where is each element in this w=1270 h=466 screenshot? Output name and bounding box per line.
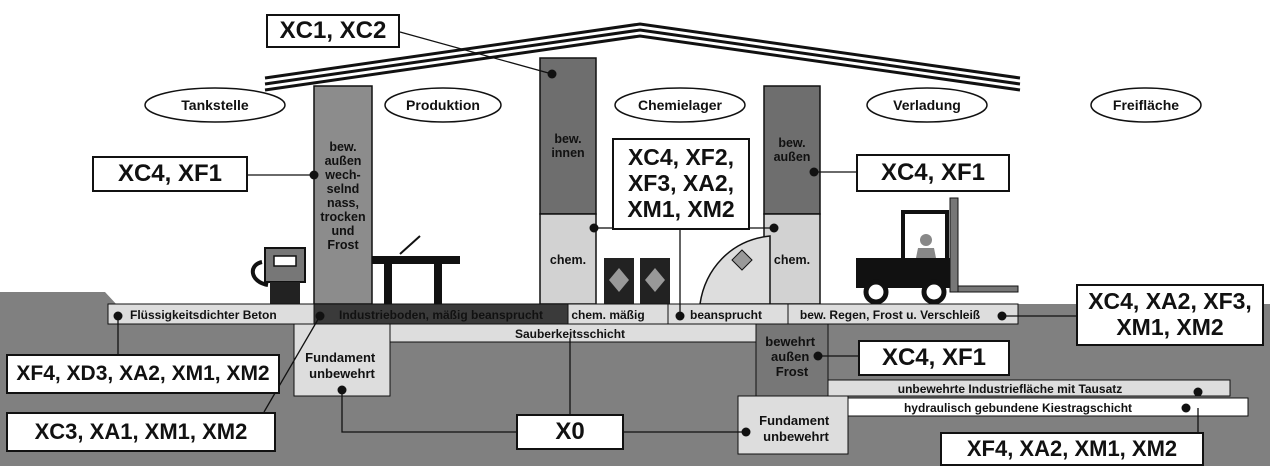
exposure-roof: XC1, XC2: [266, 14, 400, 48]
fundament-right-line-2: unbewehrt: [763, 429, 829, 444]
column-middle-bottom: [539, 213, 597, 305]
exposure-right-floor: XC4, XA2, XF3, XM1, XM2: [1076, 284, 1264, 346]
floor-beton-label: Flüssigkeitsdichter Beton: [130, 308, 277, 322]
marker-dots: [113, 69, 1203, 437]
tausatz-strip: [827, 379, 1231, 397]
fundament-left-line-1: Fundament: [305, 350, 376, 365]
area-tankstelle: Tankstelle: [181, 97, 249, 113]
barrels-icon: [604, 258, 670, 304]
exposure-bottom-right: XF4, XA2, XM1, XM2: [940, 432, 1204, 466]
column-right-top: [763, 85, 821, 215]
area-ellipses: [144, 87, 1202, 123]
roof: [264, 22, 1021, 92]
tausatz-label: unbewehrte Industriefläche mit Tausatz: [898, 382, 1122, 396]
fuel-pump-icon: [251, 247, 306, 304]
exposure-foundations: X0: [516, 414, 624, 450]
area-produktion: Produktion: [406, 97, 480, 113]
floor-beansprucht-label: beansprucht: [690, 308, 762, 322]
exposure-left-floor: XF4, XD3, XA2, XM1, XM2: [6, 354, 280, 394]
exposure-center: XC4, XF2, XF3, XA2, XM1, XM2: [612, 138, 750, 230]
column-left: [313, 85, 373, 305]
floor-regen: [787, 303, 1019, 325]
wall-bewehrt-line-1: bewehrt: [765, 334, 816, 349]
area-chemielager: Chemielager: [638, 97, 723, 113]
column-right-top-label: bew. außen: [773, 136, 811, 164]
fundament-right: [737, 395, 849, 455]
forklift-icon: [856, 197, 1019, 305]
fundament-right-label: Fundament unbewehrt: [759, 413, 833, 444]
chemical-heap-icon: [699, 235, 771, 305]
fundament-right-line-1: Fundament: [759, 413, 830, 428]
column-middle-top-label: bew. innen: [551, 132, 585, 160]
area-verladung: Verladung: [893, 97, 961, 113]
column-right-bottom-label: chem.: [773, 253, 811, 267]
wall-bewehrt-line-3: Frost: [776, 364, 809, 379]
sauberkeitsschicht-label: Sauberkeitsschicht: [515, 327, 625, 341]
column-left-label: bew. außen wech- selnd nass, trocken und…: [320, 140, 366, 252]
kies-strip: [847, 397, 1249, 417]
fundament-left-label: Fundament unbewehrt: [305, 350, 379, 381]
fundament-left: [293, 323, 391, 397]
floor-regen-label: bew. Regen, Frost u. Verschleiß: [800, 308, 980, 322]
column-middle-top: [539, 57, 597, 215]
area-freiflaeche: Freifläche: [1113, 97, 1179, 113]
wall-bewehrt-label: bewehrt außen Frost: [765, 334, 818, 379]
column-middle-bottom-label: chem.: [549, 253, 587, 267]
exposure-left-foundation: XC3, XA1, XM1, XM2: [6, 412, 276, 452]
exposure-right-wall: XC4, XF1: [858, 340, 1010, 376]
workbench-icon: [372, 235, 460, 304]
kies-label: hydraulisch gebundene Kiestragschicht: [904, 401, 1132, 415]
exposure-left-column: XC4, XF1: [92, 156, 248, 192]
fundament-left-line-2: unbewehrt: [309, 366, 375, 381]
leader-lines: [117, 31, 1199, 433]
floor-industrieboden-label: Industrieboden, mäßig beansprucht: [339, 308, 543, 322]
floor-chem-maessig-label: chem. mäßig: [571, 308, 644, 322]
exposure-right-column: XC4, XF1: [856, 154, 1010, 192]
wall-bewehrt-line-2: außen: [771, 349, 809, 364]
